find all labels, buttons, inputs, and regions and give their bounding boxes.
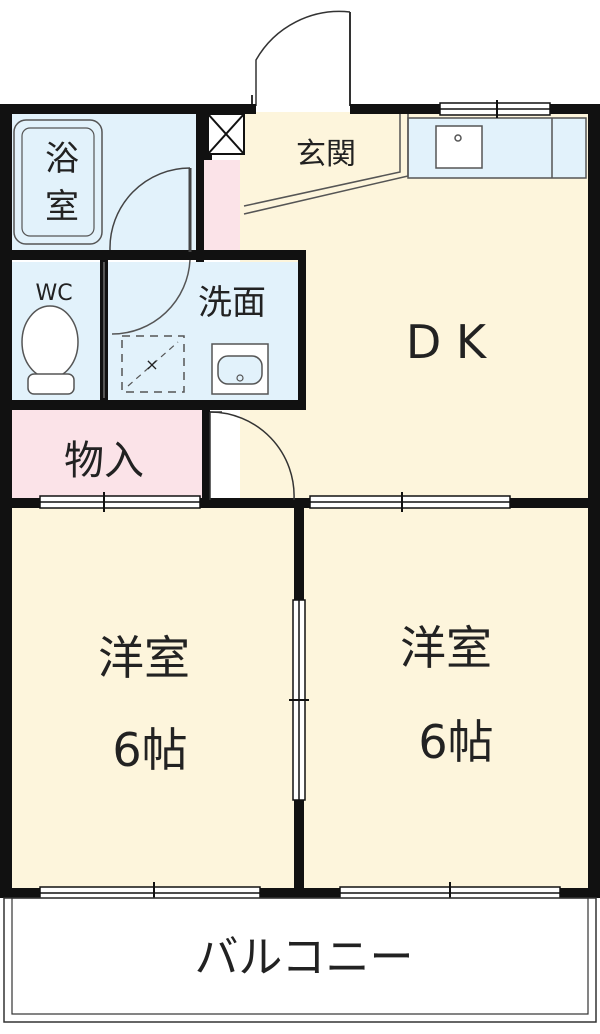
- room-right-label: 洋室: [400, 621, 492, 675]
- storage-door-swing: [209, 411, 295, 501]
- wall-storage-right: [202, 408, 210, 506]
- balcony-outline: [3, 897, 597, 1023]
- room-right-floor: [302, 504, 590, 891]
- wc-label: WC: [35, 281, 72, 306]
- wash-basin-drain-icon: [236, 374, 244, 382]
- wall-bath-right: [196, 112, 204, 262]
- bath-label-2: 室: [45, 187, 79, 227]
- wall-washroom-right: [298, 250, 306, 408]
- wash-basin-bowl: [217, 355, 263, 385]
- storage-floor: [10, 408, 206, 500]
- wall-top-left: [0, 104, 256, 114]
- washer-mark-icon: ×: [145, 355, 158, 374]
- wall-bath-bottom: [10, 250, 204, 260]
- washroom-door-swing: [111, 259, 191, 335]
- entrance-step-inner: [243, 114, 409, 215]
- wall-mid-horizontal: [10, 498, 590, 508]
- entrance-strip-floor: [204, 160, 240, 255]
- toilet-tank: [27, 373, 75, 395]
- bath-label-1: 浴: [45, 139, 79, 179]
- washroom-floor: [106, 262, 302, 402]
- bathtub-inner: [21, 127, 95, 237]
- room-left-size: 6帖: [112, 723, 187, 777]
- wall-right: [588, 104, 600, 896]
- room-left-floor: [10, 504, 298, 891]
- washroom-label: 洗面: [198, 283, 266, 323]
- sink-icon: [435, 125, 483, 169]
- balcony-label: バルコニー: [194, 932, 413, 983]
- wall-washroom-bottom: [10, 400, 306, 410]
- toilet-bowl: [21, 305, 79, 379]
- wall-washroom-top: [200, 250, 306, 260]
- bathtub: [13, 119, 103, 245]
- room-right-size: 6帖: [418, 715, 493, 769]
- room-left-label: 洋室: [98, 631, 190, 685]
- dk-label: D K: [406, 315, 488, 369]
- sink-drain-icon: [454, 134, 462, 142]
- kitchen-counter: [407, 117, 587, 179]
- entrance-step: [243, 114, 401, 207]
- storage-label: 物入: [64, 438, 144, 484]
- washer-space: [121, 335, 185, 393]
- balcony-inner: [11, 897, 589, 1015]
- entrance-label: 玄関: [296, 137, 356, 172]
- wall-bottom: [0, 888, 600, 898]
- pipe-space-cross-2: [207, 113, 245, 155]
- washer-space-diagonal: [127, 341, 179, 387]
- wall-left: [0, 104, 12, 896]
- entrance-door-swing: [255, 10, 351, 106]
- bath-door-swing: [109, 167, 191, 251]
